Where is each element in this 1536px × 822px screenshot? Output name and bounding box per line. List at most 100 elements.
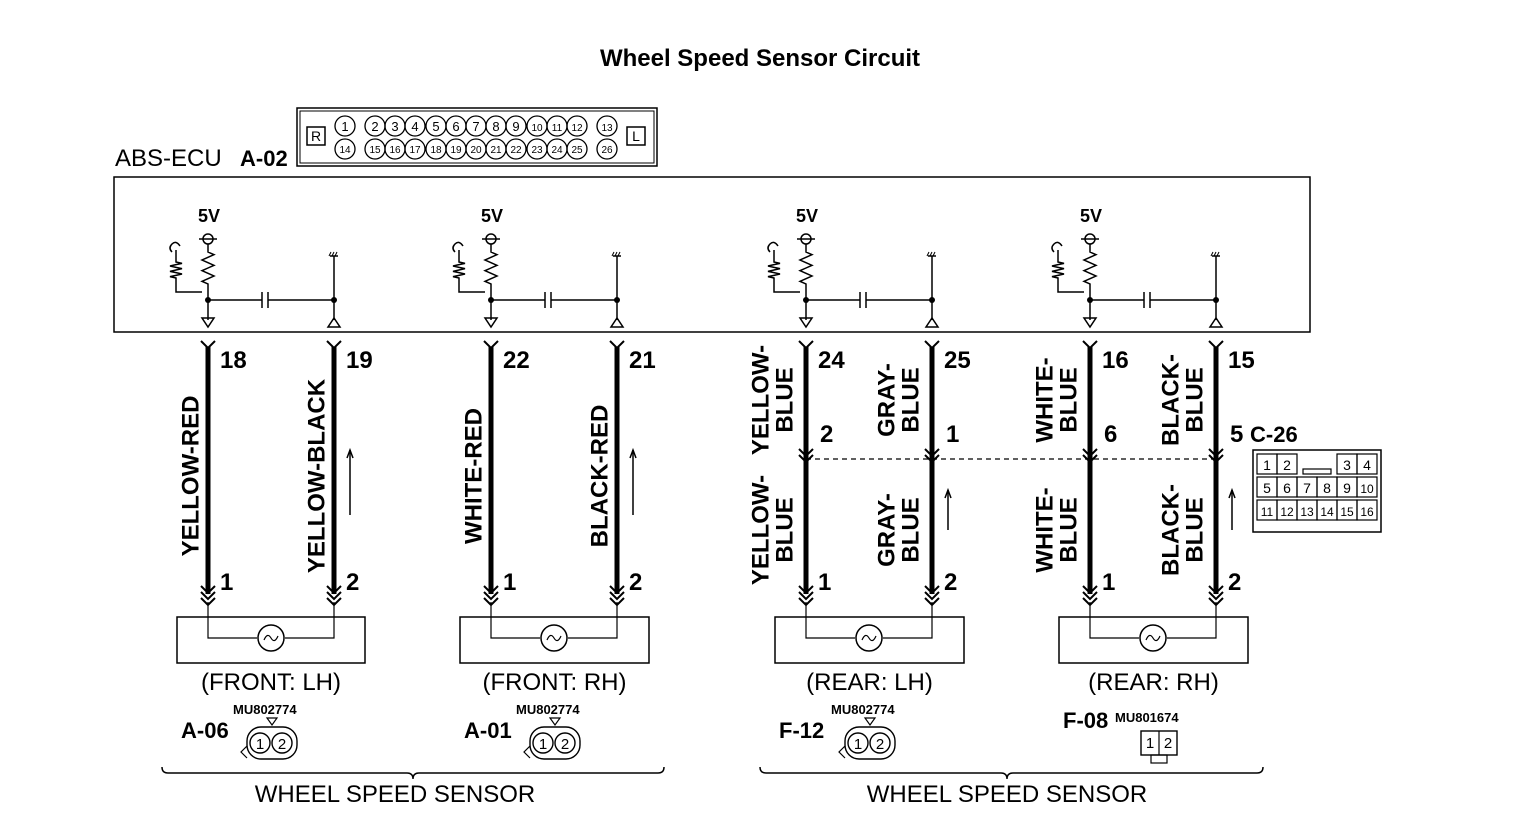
c26-cell-label: 2: [1283, 457, 1291, 473]
sensor-box: [774, 616, 965, 664]
ecu-face-right-tag: L: [632, 128, 640, 144]
ecu-face-pin: [596, 115, 618, 137]
supply-voltage-label: 5V: [796, 206, 818, 226]
ecu-pin-number: 22: [503, 347, 530, 374]
wire-terminal-mark: [798, 591, 814, 601]
sensor-position-label: (REAR: LH): [806, 669, 933, 696]
wire-terminal-mark: [1208, 340, 1224, 350]
resistor-symbol: [798, 244, 814, 292]
signal-in-triangle: [609, 316, 625, 328]
sensor-connector-face: [246, 726, 298, 760]
wire-terminal-mark: [326, 340, 342, 350]
sensor-face-pin-label: 1: [854, 736, 862, 753]
group-brace-rear: [759, 766, 1264, 780]
sensor-box: [459, 616, 650, 664]
sensor-face-pin-label: 1: [539, 736, 547, 753]
mid-pin-number: 2: [820, 421, 833, 448]
group-label-front: WHEEL SPEED SENSOR: [255, 781, 536, 808]
ecu-face-pin-label: 20: [470, 145, 482, 156]
ground-mark: [926, 251, 936, 257]
ecu-face-pin: [404, 138, 426, 160]
break-symbol: [452, 241, 464, 253]
ecu-face-pin: [505, 138, 527, 160]
c26-cell-label: 1: [1263, 457, 1271, 473]
c26-cell-label: 10: [1360, 482, 1374, 496]
signal-out-triangle: [200, 317, 216, 329]
group-label-rear: WHEEL SPEED SENSOR: [867, 781, 1148, 808]
resistor-symbol: [452, 254, 466, 286]
sensor-position-label: (FRONT: LH): [201, 669, 341, 696]
sensor-connector-id: A-01: [464, 718, 512, 743]
ecu-face-pin-label: 21: [490, 145, 502, 156]
ecu-face-pin-label: 3: [391, 119, 398, 134]
sensor-pin-number: 2: [1228, 569, 1241, 596]
c26-key: [1302, 468, 1332, 475]
signal-in-triangle: [924, 316, 940, 328]
break-symbol: [767, 241, 779, 253]
ecu-pin-number: 25: [944, 347, 971, 374]
break-symbol: [1051, 241, 1063, 253]
ecu-face-pin-label: 8: [492, 119, 499, 134]
c26-cell-label: 15: [1340, 505, 1354, 519]
wire-color-label-lower: BLUE: [1181, 497, 1208, 562]
sensor-face-pin-label: 1: [256, 736, 264, 753]
sensor-face-pin: [532, 732, 554, 754]
wire-terminal-mark: [483, 591, 499, 601]
wire-color-label-upper: WHITE-: [1031, 357, 1058, 442]
ecu-face-pin-label: 16: [389, 145, 401, 156]
signal-direction-arrowhead: [944, 487, 952, 499]
ecu-face-pin-label: 19: [450, 145, 462, 156]
c26-cell-label: 16: [1360, 505, 1374, 519]
sensor-face-pin-label: 2: [278, 736, 286, 753]
ecu-face-pin-label: 24: [551, 145, 563, 156]
sensor-face-pin-label: 2: [876, 736, 884, 753]
resistor-lead: [1057, 286, 1084, 293]
sensor-symbol-wave: [263, 634, 279, 642]
sensor-position-label: (FRONT: RH): [483, 669, 627, 696]
wire-terminal-mark: [798, 448, 814, 458]
resistor-symbol: [767, 254, 781, 286]
connector-lock-mark: [1150, 754, 1168, 764]
ground-mark: [611, 251, 621, 257]
ecu-face-pin-label: 10: [531, 123, 543, 134]
wire-terminal-mark: [609, 591, 625, 601]
c26-cell-label: 7: [1303, 480, 1311, 496]
signal-out-triangle: [483, 317, 499, 329]
wire-terminal-mark: [798, 340, 814, 350]
sensor-part-number: MU802774: [831, 702, 895, 717]
ground-mark: [1210, 251, 1220, 257]
sensor-symbol: [540, 624, 568, 652]
sensor-part-number: MU801674: [1115, 710, 1179, 725]
break-symbol: [169, 241, 181, 253]
sensor-pin-number: 1: [503, 569, 516, 596]
sensor-coil-line: [490, 602, 618, 639]
sensor-pin-number: 1: [818, 569, 831, 596]
wire-terminal-mark: [1082, 454, 1098, 464]
ecu-face-pin-label: 4: [411, 119, 418, 134]
sensor-connector-id: F-12: [779, 718, 824, 743]
sensor-box: [176, 616, 366, 664]
connector-latch: [838, 745, 846, 759]
connector-latch: [523, 745, 531, 759]
ecu-face-pin-label: 13: [601, 123, 613, 134]
wire-terminal-mark: [200, 591, 216, 601]
wire-color-label-lower: GRAY-: [873, 493, 900, 567]
resistor-lead: [458, 286, 485, 293]
mid-pin-number: 6: [1104, 421, 1117, 448]
ecu-pin-number: 19: [346, 347, 373, 374]
signal-out-triangle: [798, 317, 814, 329]
sensor-symbol-wave: [546, 634, 562, 642]
resistor-lead: [773, 286, 800, 293]
ecu-connector-id: A-02: [240, 146, 288, 171]
sensor-symbol: [855, 624, 883, 652]
ecu-pin-number: 18: [220, 347, 247, 374]
wire-color-label: BLACK-RED: [586, 405, 613, 548]
c26-cell-label: 13: [1300, 505, 1314, 519]
resistor-symbol: [1051, 254, 1065, 286]
wire-color-label-upper: BLUE: [1181, 367, 1208, 432]
sensor-face-pin: [271, 732, 293, 754]
ecu-face-pin-label: 15: [369, 145, 381, 156]
sensor-coil-line: [1089, 602, 1217, 639]
wire-terminal-mark: [200, 585, 216, 595]
